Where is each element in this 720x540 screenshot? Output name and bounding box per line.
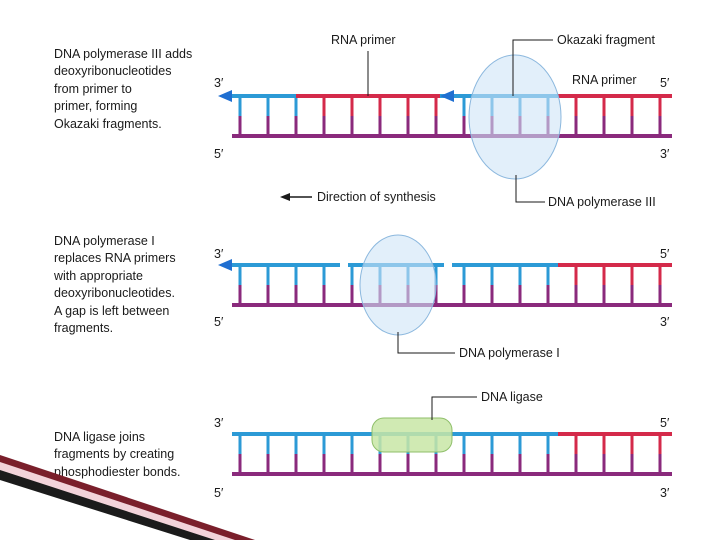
desc-line: deoxyribonucleotides bbox=[54, 64, 172, 79]
p3-top-right-end: 5′ bbox=[660, 416, 670, 430]
dna-polymerase-i-label: DNA polymerase I bbox=[459, 346, 560, 360]
dna-ligase-blob bbox=[371, 417, 453, 453]
direction-label: Direction of synthesis bbox=[317, 190, 436, 204]
p1-bottom-right-end: 3′ bbox=[660, 147, 670, 161]
desc-line: deoxyribonucleotides. bbox=[54, 286, 175, 301]
panel-1-description: DNA polymerase III adds deoxyribonucleot… bbox=[54, 46, 192, 133]
synthesis-arrowhead bbox=[218, 259, 232, 271]
p3-bottom-left-end: 5′ bbox=[214, 486, 224, 500]
strand-panel-1 bbox=[218, 54, 672, 180]
ligase-leader bbox=[431, 396, 477, 420]
p2-bottom-right-end: 3′ bbox=[660, 315, 670, 329]
dna-polymerase-iii-label: DNA polymerase III bbox=[548, 195, 656, 209]
panel-2-description: DNA polymerase I replaces RNA primers wi… bbox=[54, 233, 176, 337]
panel-3-labels: DNA ligase bbox=[431, 390, 543, 420]
strands-group bbox=[218, 54, 672, 476]
rna-primer-label: RNA primer bbox=[331, 33, 396, 47]
okazaki-fragment-label: Okazaki fragment bbox=[557, 33, 655, 47]
desc-line: from primer to bbox=[54, 81, 132, 96]
pol1-leader bbox=[397, 332, 455, 354]
dna-polymerase-i-blob bbox=[359, 234, 437, 336]
desc-line: DNA ligase joins bbox=[54, 430, 146, 444]
desc-line: DNA polymerase III adds bbox=[54, 47, 193, 61]
synthesis-arrowhead bbox=[218, 90, 232, 102]
corner-stripe-white bbox=[0, 480, 190, 540]
p1-top-right-end: 5′ bbox=[660, 76, 670, 90]
strand-end-labels: 3′ 5′ 5′ 3′ 3′ 5′ 5′ 3′ 3′ 5′ 5′ 3′ bbox=[214, 76, 670, 500]
desc-line: phosphodiester bonds. bbox=[54, 464, 181, 479]
panel-1-labels: RNA primer Okazaki fragment RNA primer D… bbox=[331, 33, 656, 209]
p2-bottom-left-end: 5′ bbox=[214, 315, 224, 329]
desc-line: fragments. bbox=[54, 321, 114, 336]
desc-line: DNA polymerase I bbox=[54, 234, 155, 248]
desc-line: with appropriate bbox=[54, 268, 143, 283]
desc-line: Okazaki fragments. bbox=[54, 116, 162, 131]
direction-arrow-head bbox=[280, 193, 290, 201]
desc-line: A gap is left between bbox=[54, 303, 170, 318]
desc-line: primer, forming bbox=[54, 99, 138, 114]
p2-top-right-end: 5′ bbox=[660, 247, 670, 261]
dna-polymerase-iii-blob bbox=[468, 54, 562, 180]
rna-primer-right-label: RNA primer bbox=[572, 73, 637, 87]
p3-bottom-right-end: 3′ bbox=[660, 486, 670, 500]
okazaki-leader bbox=[512, 39, 553, 96]
synthesis-arrowhead bbox=[440, 90, 454, 102]
panel-2-labels: DNA polymerase I bbox=[397, 332, 560, 360]
p1-bottom-left-end: 5′ bbox=[214, 147, 224, 161]
dna-ligase-label: DNA ligase bbox=[481, 390, 543, 404]
p1-top-left-end: 3′ bbox=[214, 76, 224, 90]
direction-of-synthesis: Direction of synthesis bbox=[280, 190, 436, 204]
p2-top-left-end: 3′ bbox=[214, 247, 224, 261]
corner-decoration bbox=[0, 455, 255, 540]
strand-panel-3 bbox=[232, 417, 672, 476]
p3-top-left-end: 3′ bbox=[214, 416, 224, 430]
strand-panel-2 bbox=[218, 234, 672, 336]
pol3-leader bbox=[515, 175, 545, 203]
desc-line: replaces RNA primers bbox=[54, 251, 176, 266]
desc-line: fragments by creating bbox=[54, 447, 175, 462]
panel-3-description: DNA ligase joins fragments by creating p… bbox=[54, 429, 180, 481]
